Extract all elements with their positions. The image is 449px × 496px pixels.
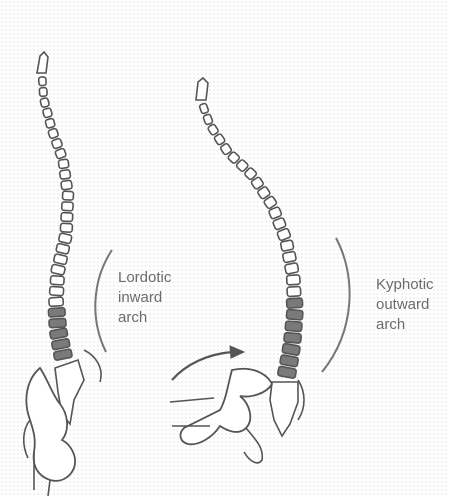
lordotic-vertebra xyxy=(42,108,52,118)
lordotic-lumbar-vertebra xyxy=(51,338,70,350)
kyphotic-lumbar-vertebra xyxy=(280,355,299,367)
lordotic-spine-figure xyxy=(24,52,112,496)
lordotic-vertebra xyxy=(56,243,70,254)
lordotic-label-line-3: arch xyxy=(118,308,171,328)
kyphotic-lumbar-vertebra xyxy=(285,321,302,332)
kyphotic-vertebra xyxy=(272,217,286,230)
kyphotic-lumbar-vertebra xyxy=(286,298,302,308)
kyphotic-arch-label: Kyphotic outward arch xyxy=(376,275,434,335)
kyphotic-pelvis xyxy=(181,369,272,445)
lordotic-vertebra xyxy=(60,223,72,232)
lordotic-hip-curve xyxy=(24,420,30,458)
kyphotic-sacrum xyxy=(270,382,298,436)
kyphotic-skull-tip xyxy=(196,78,208,100)
lordotic-arch-label: Lordotic inward arch xyxy=(118,268,171,328)
lordotic-lumbar-vertebra xyxy=(48,308,65,318)
kyphotic-label-line-1: Kyphotic xyxy=(376,275,434,295)
lordotic-vertebra xyxy=(40,97,50,107)
kyphotic-vertebra xyxy=(277,228,291,241)
lordotic-vertebra xyxy=(61,180,73,190)
kyphotic-arch-line xyxy=(322,238,350,372)
kyphotic-label-line-2: outward xyxy=(376,295,434,315)
kyphotic-vertebra xyxy=(287,275,301,285)
kyphotic-vertebra xyxy=(285,263,299,275)
kyphotic-vertebra xyxy=(280,240,294,252)
kyphotic-spine-figure xyxy=(170,78,350,463)
pelvic-tilt-arrow xyxy=(172,352,232,380)
kyphotic-lumbar-vertebra xyxy=(284,332,302,343)
lordotic-vertebra xyxy=(51,138,63,149)
kyphotic-vertebra xyxy=(282,251,296,263)
lordotic-vertebra xyxy=(49,286,63,295)
lordotic-vertebra xyxy=(51,264,66,275)
kyphotic-vertebra xyxy=(287,286,301,296)
lordotic-vertebra xyxy=(62,191,73,200)
kyphotic-lumbar-vertebra xyxy=(286,309,303,320)
kyphotic-ischium xyxy=(244,428,262,463)
lordotic-vertebra xyxy=(58,233,72,244)
lordotic-vertebra xyxy=(48,128,59,139)
lordotic-arch-line xyxy=(95,250,112,352)
lordotic-iliac-crest xyxy=(84,350,101,382)
kyphotic-vertebra xyxy=(207,124,219,136)
lordotic-skull-tip xyxy=(37,52,48,73)
lordotic-vertebra xyxy=(55,148,67,159)
lordotic-vertebra xyxy=(62,202,74,211)
kyphotic-tailbone-curve xyxy=(298,380,304,420)
lordotic-vertebra xyxy=(59,170,70,180)
lordotic-vertebra xyxy=(61,213,73,222)
lordotic-lumbar-vertebra xyxy=(53,349,72,361)
lordotic-lumbar-vertebra xyxy=(49,318,66,328)
lordotic-lumbar-vertebra xyxy=(49,328,68,340)
lordotic-vertebra xyxy=(49,297,64,306)
kyphotic-vertebra xyxy=(199,103,209,114)
kyphotic-vertebra xyxy=(203,114,213,125)
kyphotic-vertebra xyxy=(214,133,226,145)
lordotic-label-line-1: Lordotic xyxy=(118,268,171,288)
lordotic-vertebra xyxy=(50,276,64,285)
lordotic-vertebra xyxy=(45,118,55,128)
lordotic-vertebra xyxy=(58,159,69,169)
kyphotic-lumbar-vertebra xyxy=(277,366,296,378)
kyphotic-lumbar-vertebra xyxy=(282,343,301,355)
lordotic-vertebra xyxy=(53,254,67,265)
lordotic-label-line-2: inward xyxy=(118,288,171,308)
kyphotic-label-line-3: arch xyxy=(376,315,434,335)
lordotic-vertebra xyxy=(39,87,47,96)
lordotic-vertebra xyxy=(38,77,46,86)
pelvic-tilt-arrowhead xyxy=(230,346,244,358)
